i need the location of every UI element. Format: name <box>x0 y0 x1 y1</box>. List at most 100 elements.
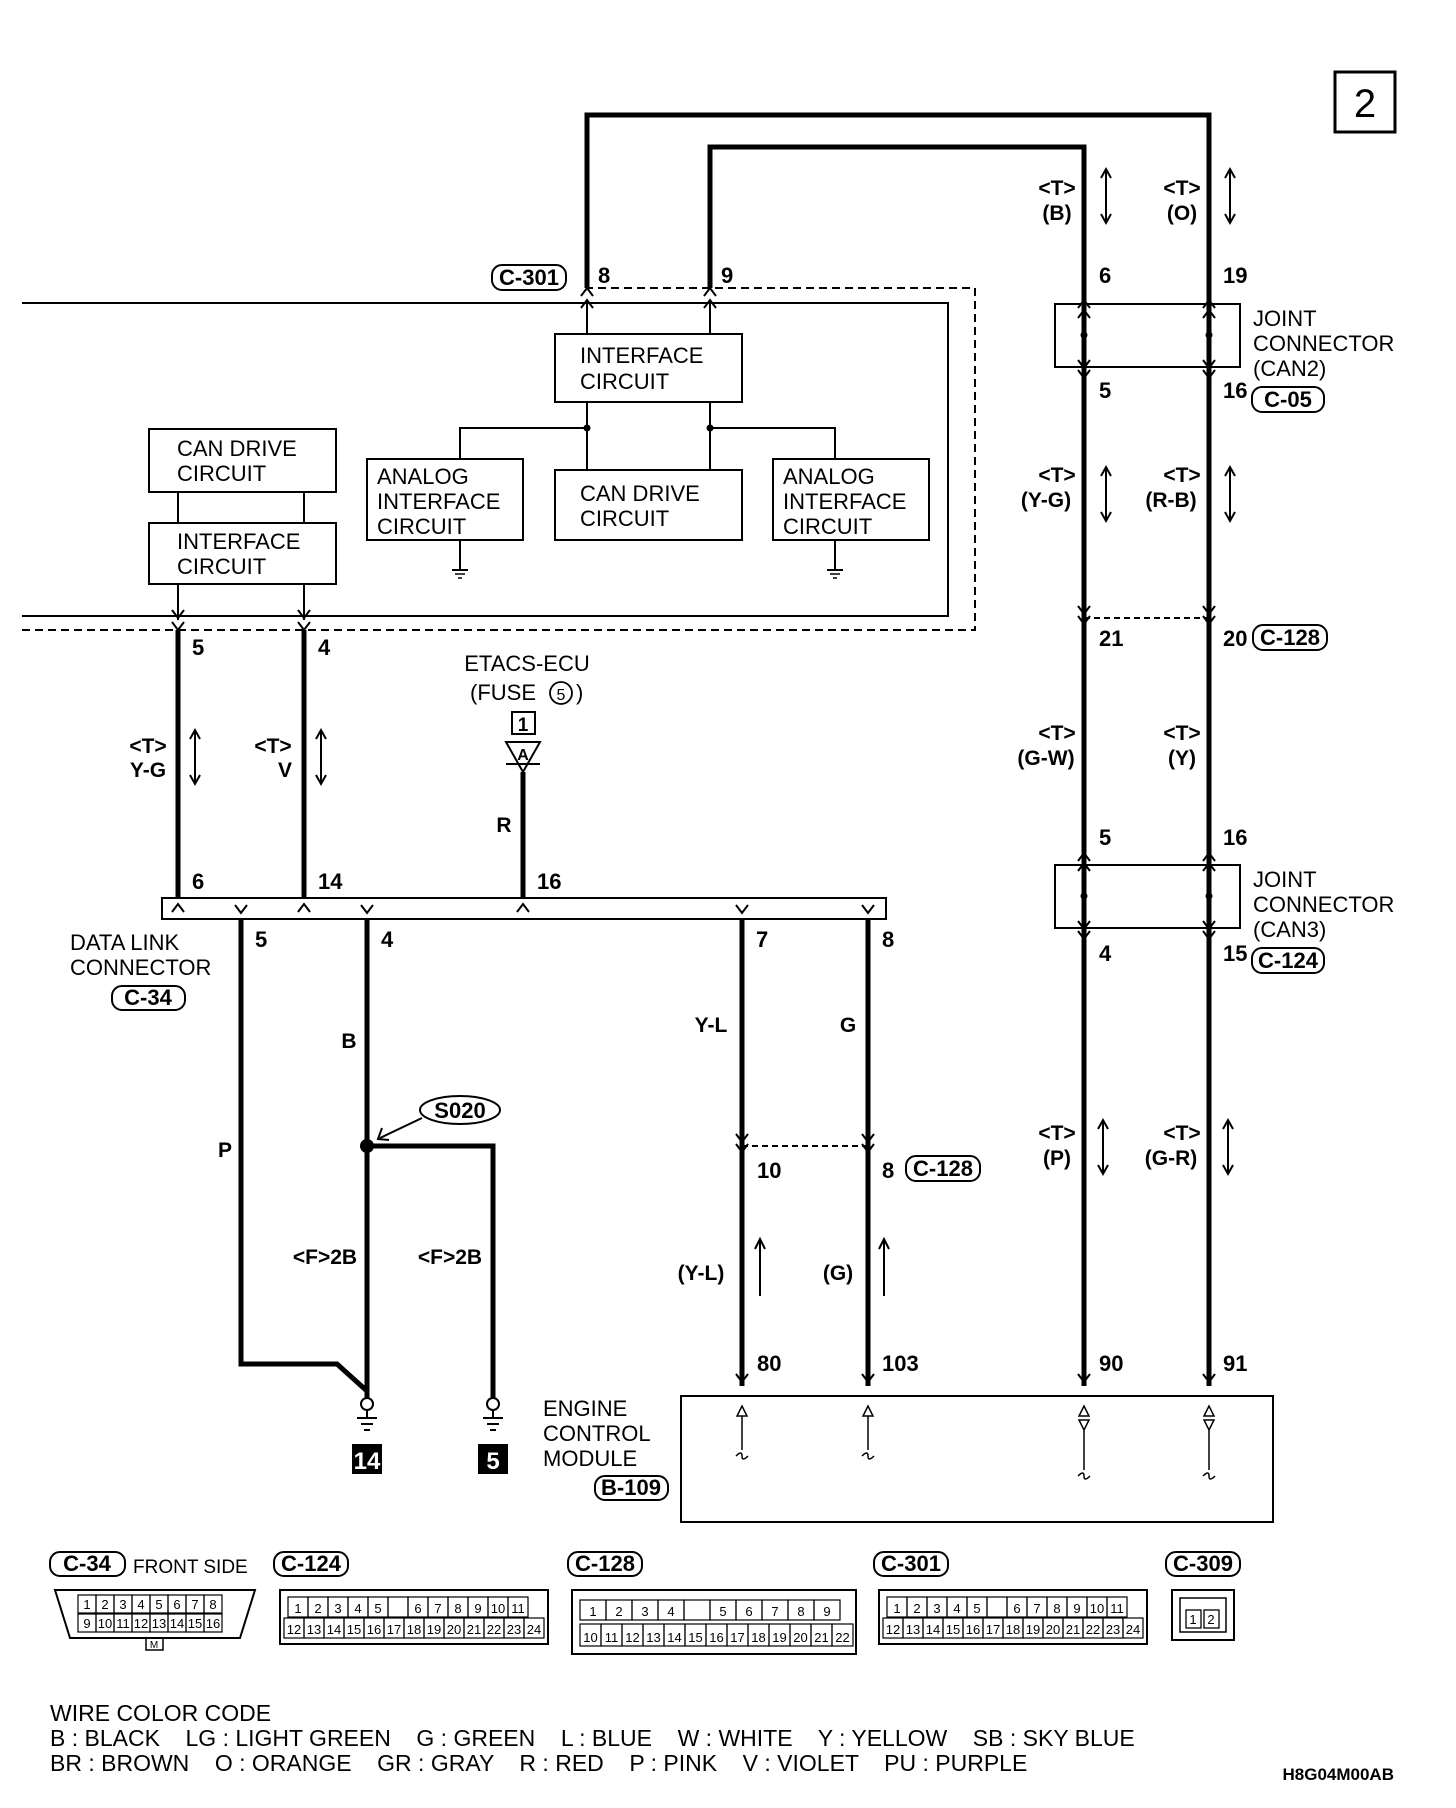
page-number-box: 2 <box>1333 70 1397 134</box>
connector-pin-number: 11 <box>605 1630 619 1645</box>
connector-pin-number: 20 <box>793 1630 807 1645</box>
connector-pin-number: 20 <box>447 1622 461 1637</box>
svg-text:(R-B): (R-B) <box>1145 489 1196 512</box>
connector-cell <box>523 1617 545 1639</box>
connector-pin-number: 7 <box>434 1601 441 1616</box>
connector-pin-number: 3 <box>641 1604 648 1619</box>
ground-wires <box>238 919 496 1399</box>
svg-text:M: M <box>150 1640 158 1651</box>
svg-text:1: 1 <box>1189 1612 1196 1627</box>
connector-pin-number: 17 <box>730 1630 744 1645</box>
joint-connector-can2: JOINT CONNECTOR (CAN2) C-05 <box>1054 299 1394 413</box>
pin-can2-5: 5 <box>1099 378 1111 403</box>
svg-text:C-128: C-128 <box>1260 625 1320 650</box>
pin-can3-5: 5 <box>1099 825 1111 850</box>
connector-cell <box>986 1596 1008 1618</box>
pin-j-19: 19 <box>1223 263 1247 288</box>
pin-dlc-16: 16 <box>537 869 561 894</box>
connector-pin-number: 2 <box>913 1601 920 1616</box>
connector-pin-number: 6 <box>745 1604 752 1619</box>
joint-connector-can3: JOINT CONNECTOR (CAN3) C-124 <box>1054 852 1394 974</box>
pin-can3-15: 15 <box>1223 941 1247 966</box>
ground-14: 14 <box>352 1397 382 1475</box>
wire-color-code-line1: B : BLACK LG : LIGHT GREEN G : GREEN L :… <box>50 1725 1135 1751</box>
bus-wires-top <box>584 112 1212 288</box>
analog-interface-circuit-left: ANALOG INTERFACE CIRCUIT <box>366 458 524 579</box>
connector-pin-number: 13 <box>906 1622 920 1637</box>
connector-pin-number: 11 <box>511 1601 525 1616</box>
connector-pin-number: 7 <box>1033 1601 1040 1616</box>
svg-text:C-128: C-128 <box>913 1156 973 1181</box>
svg-text:(CAN2): (CAN2) <box>1253 356 1326 381</box>
data-link-connector: DATA LINK CONNECTOR C-34 <box>70 897 887 1011</box>
connector-pin-number: 5 <box>973 1601 980 1616</box>
connector-pin-number: 15 <box>347 1622 361 1637</box>
connector-pin-number: 11 <box>116 1616 130 1631</box>
connector-pin-number: 16 <box>367 1622 381 1637</box>
svg-text:14: 14 <box>354 1448 381 1475</box>
svg-text:CONTROL: CONTROL <box>543 1421 651 1446</box>
svg-text:<T>: <T> <box>1163 177 1200 200</box>
pin-j-6: 6 <box>1099 263 1111 288</box>
svg-text:C-128: C-128 <box>575 1551 635 1576</box>
svg-text:(Y-G): (Y-G) <box>1021 489 1071 512</box>
connector-pin-number: 23 <box>1106 1622 1120 1637</box>
svg-text:<T>: <T> <box>1038 1122 1075 1145</box>
svg-text:(CAN3): (CAN3) <box>1253 917 1326 942</box>
analog-interface-circuit-right: ANALOG INTERFACE CIRCUIT <box>772 458 930 579</box>
connector-pin-number: 21 <box>1066 1622 1080 1637</box>
svg-text:<T>: <T> <box>1038 464 1075 487</box>
svg-text:CIRCUIT: CIRCUIT <box>783 514 872 539</box>
svg-text:C-309: C-309 <box>1173 1551 1233 1576</box>
splice-s020: S020 <box>376 1095 501 1141</box>
svg-text:ETACS-ECU: ETACS-ECU <box>464 651 590 676</box>
svg-text:<F>2B: <F>2B <box>293 1246 357 1269</box>
connector-pin-number: 21 <box>467 1622 481 1637</box>
svg-text:<T>: <T> <box>1163 722 1200 745</box>
connector-pin-number: 22 <box>487 1622 501 1637</box>
pin-ecm-80: 80 <box>757 1351 781 1376</box>
pin-dlc-7: 7 <box>756 927 768 952</box>
svg-text:CAN DRIVE: CAN DRIVE <box>580 481 700 506</box>
connector-pin-number: 17 <box>387 1622 401 1637</box>
pin-left-5: 5 <box>192 635 204 660</box>
connector-pin-number: 9 <box>83 1616 90 1631</box>
connector-pin-number: 1 <box>294 1601 301 1616</box>
svg-text:(G): (G) <box>823 1262 853 1285</box>
svg-text:MODULE: MODULE <box>543 1446 637 1471</box>
svg-text:C-124: C-124 <box>281 1551 342 1576</box>
pin-ecm-91: 91 <box>1223 1351 1247 1376</box>
connector-pin-number: 15 <box>688 1630 702 1645</box>
wire-color-code-title: WIRE COLOR CODE <box>50 1700 271 1726</box>
wires-dlc-to-ecm <box>739 919 871 1386</box>
connector-pin-number: 2 <box>615 1604 622 1619</box>
svg-text:5: 5 <box>557 687 566 704</box>
pin-c301-9: 9 <box>721 263 733 288</box>
connector-c301-label: C-301 <box>491 264 567 291</box>
wires-left-to-dlc <box>175 630 307 898</box>
connector-cell <box>507 1596 529 1618</box>
svg-text:<T>: <T> <box>129 735 166 758</box>
svg-text:5: 5 <box>486 1448 499 1475</box>
svg-text:ANALOG: ANALOG <box>377 464 469 489</box>
page-number: 2 <box>1354 82 1376 126</box>
svg-text:JOINT: JOINT <box>1253 306 1317 331</box>
svg-text:(Y-L): (Y-L) <box>678 1262 725 1285</box>
connector-pin-number: 2 <box>314 1601 321 1616</box>
svg-text:CIRCUIT: CIRCUIT <box>580 369 669 394</box>
connector-cell <box>387 1596 409 1618</box>
svg-text:<T>: <T> <box>1163 1122 1200 1145</box>
pin-c128-8: 8 <box>882 1158 894 1183</box>
connector-cell <box>203 1594 223 1614</box>
svg-text:1: 1 <box>518 715 529 736</box>
connector-pin-number: 6 <box>414 1601 421 1616</box>
svg-text:INTERFACE: INTERFACE <box>377 489 500 514</box>
unit-outline <box>22 287 976 631</box>
diagram-code: H8G04M00AB <box>1283 1765 1395 1784</box>
connector-pin-number: 5 <box>719 1604 726 1619</box>
svg-text:(G-W): (G-W) <box>1017 747 1074 770</box>
pin-dlc-8: 8 <box>882 927 894 952</box>
connector-pin-number: 7 <box>771 1604 778 1619</box>
connector-pin-number: 8 <box>209 1597 216 1612</box>
